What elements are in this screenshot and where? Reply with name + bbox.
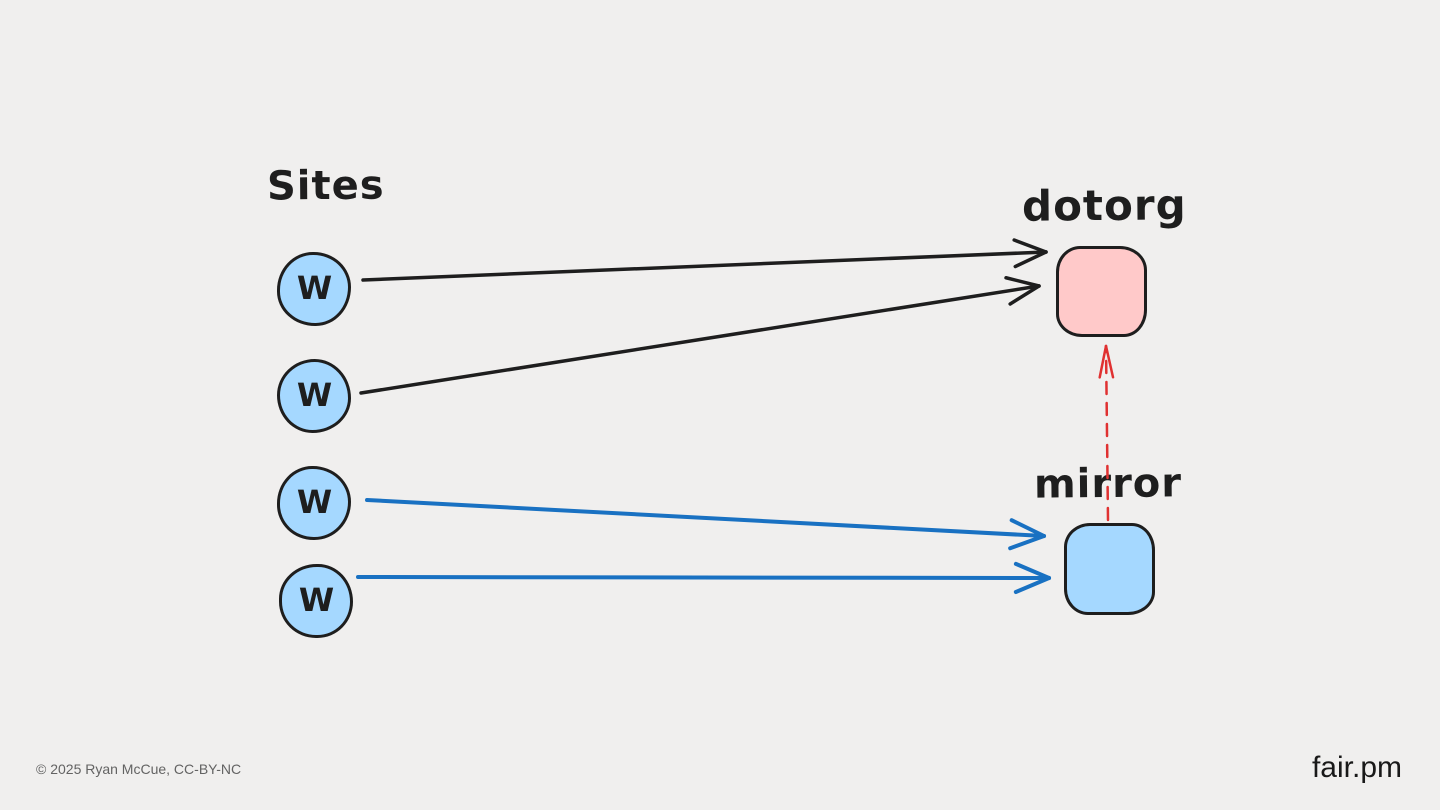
edge-site4-to-mirror [356,561,1051,595]
site-node-2: W [277,359,351,433]
wordpress-w-icon: W [296,376,332,414]
site-node-4: W [279,564,353,638]
mirror-label: mirror [1033,460,1183,508]
wordpress-w-icon: W [296,269,332,307]
edge-site1-to-dotorg [361,238,1048,282]
mirror-node [1064,523,1155,615]
brand-text: fair.pm [1311,751,1402,784]
copyright-text: © 2025 Ryan McCue, CC-BY-NC [36,761,242,777]
wordpress-w-icon: W [298,581,334,619]
edge-site3-to-mirror [365,498,1046,551]
dotorg-node [1056,246,1147,337]
site-node-1: W [277,252,351,326]
dotorg-label: dotorg [1021,180,1187,231]
site-node-3: W [277,466,351,540]
sites-title: Sites [266,162,385,210]
wordpress-w-icon: W [296,483,332,521]
edge-site2-to-dotorg [359,276,1041,395]
